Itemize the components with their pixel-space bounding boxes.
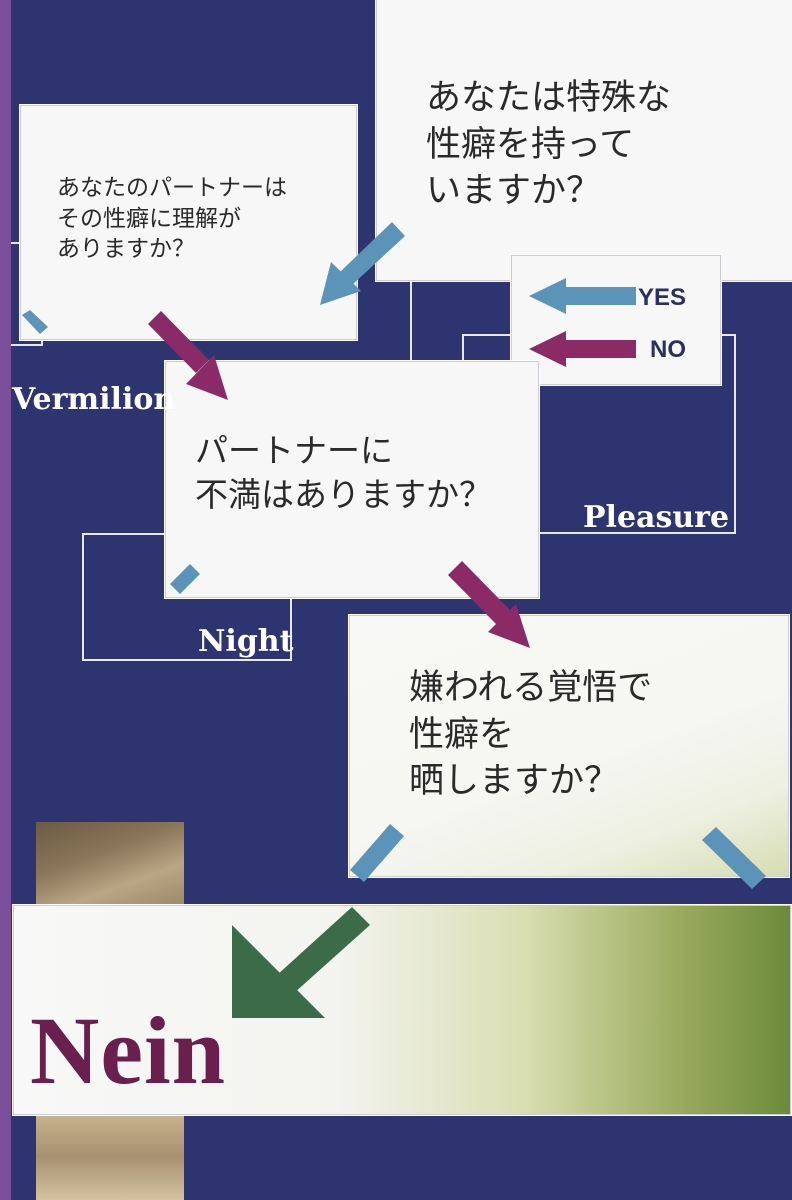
no-arrow-q3-q4-icon: [448, 561, 530, 648]
question-1-text: あなたは特殊な 性癖を持って いますか？: [426, 78, 672, 212]
question-box-3: パートナーに 不満はありますか？: [164, 360, 540, 599]
side-strip: [0, 0, 11, 1200]
tag-pleasure: Pleasure: [583, 500, 730, 535]
question-4-text: 嫌われる覚悟で 性癖を 晒しますか？: [409, 668, 653, 802]
tag-vermilion: Vermilion: [12, 382, 176, 417]
yes-stub-q2-icon: [22, 310, 48, 334]
yes-stub-q4-right-icon: [702, 827, 766, 889]
legend-yes-arrow-icon: [529, 278, 636, 314]
legend-no-label: NO: [650, 336, 686, 363]
question-box-2: あなたのパートナーは その性癖に理解が ありますか？: [19, 104, 358, 341]
tag-night: Night: [198, 624, 294, 659]
yes-stub-q3-icon: [170, 564, 200, 594]
result-text: Nein: [30, 997, 226, 1104]
question-2-text: あなたのパートナーは その性癖に理解が ありますか？: [57, 175, 287, 263]
no-arrow-q2-q3-icon: [148, 311, 228, 400]
question-3-text: パートナーに 不満はありますか？: [195, 431, 492, 514]
yes-stub-q4-left-icon: [350, 824, 404, 882]
legend-yes-label: YES: [638, 284, 687, 311]
question-box-1: あなたは特殊な 性癖を持って いますか？: [375, 0, 792, 282]
building-photo-top: [36, 822, 184, 904]
yes-arrow-q1-q2-icon: [320, 222, 405, 305]
result-arrow-icon: [232, 907, 370, 1018]
legend-box: YES NO: [510, 254, 722, 386]
building-photo-bottom: [36, 1113, 184, 1200]
legend-no-arrow-icon: [529, 331, 636, 367]
